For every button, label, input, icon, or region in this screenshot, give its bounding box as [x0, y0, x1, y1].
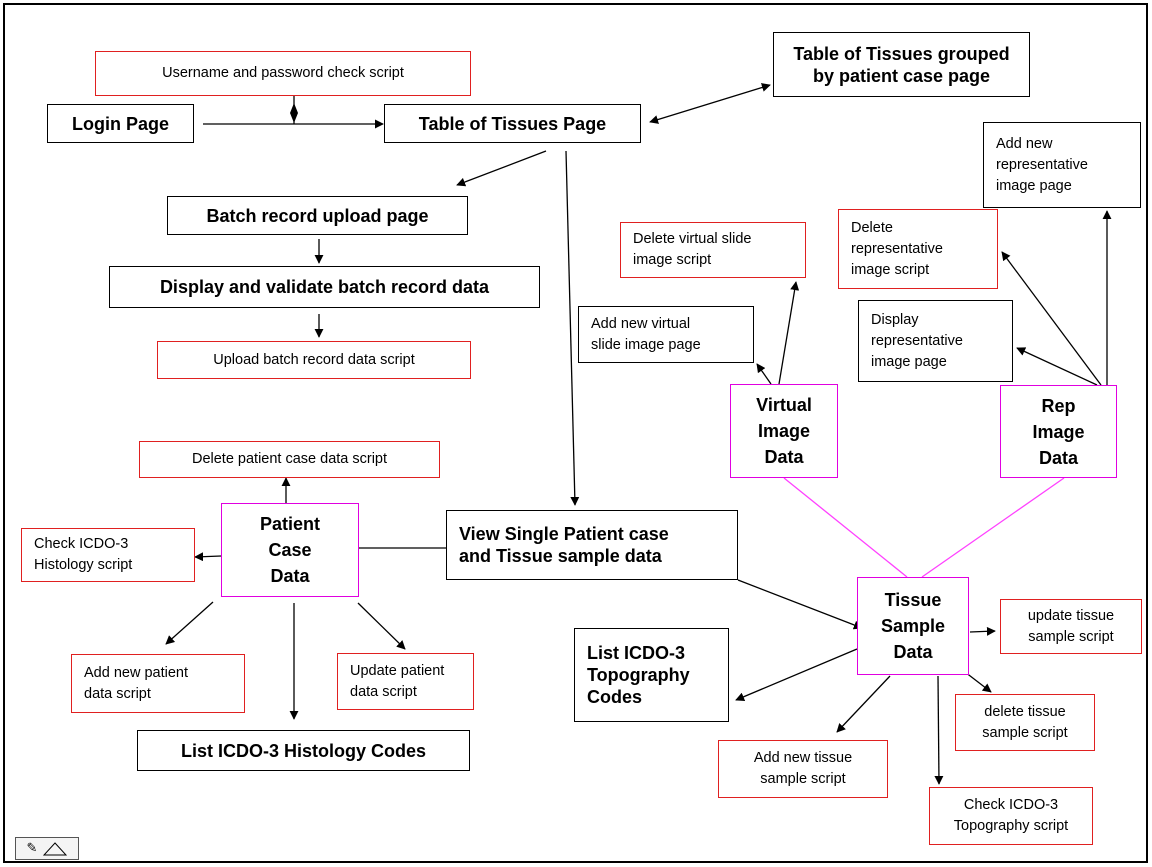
autoshape-triangle-icon[interactable] — [43, 841, 68, 856]
check-histology-script: Check ICDO-3 Histology script — [21, 528, 195, 582]
table-grouped-page: Table of Tissues grouped by patient case… — [773, 32, 1030, 97]
add-tissue-script: Add new tissue sample script — [718, 740, 888, 798]
login-page: Login Page — [47, 104, 194, 143]
add-patient-script: Add new patient data script — [71, 654, 245, 713]
arrow-rep-to-delete — [1001, 251, 1102, 386]
display-rep-page: Display representative image page — [858, 300, 1013, 382]
diamond-marker — [290, 103, 298, 123]
delete-rep-script: Delete representative image script — [838, 209, 998, 289]
arrow-tissue-to-delete — [964, 671, 992, 693]
draw-tool-icon[interactable]: ✎ — [26, 841, 38, 856]
check-topography-script: Check ICDO-3 Topography script — [929, 787, 1093, 845]
link-virtual-tissue — [783, 477, 908, 578]
arrow-virtual-to-add — [756, 363, 772, 385]
upload-batch-script: Upload batch record data script — [157, 341, 471, 379]
update-tissue-script: update tissue sample script — [1000, 599, 1142, 654]
arrow-view-to-tissue — [737, 579, 863, 630]
delete-virtual-script: Delete virtual slide image script — [620, 222, 806, 278]
arrow-tissue-to-check-topo — [934, 675, 944, 785]
arrow-table-to-view — [565, 150, 580, 506]
table-of-tissues-page: Table of Tissues Page — [384, 104, 641, 143]
tissue-sample-data: Tissue Sample Data — [857, 577, 969, 675]
arrow-table-to-batch — [456, 150, 547, 187]
delete-tissue-script: delete tissue sample script — [955, 694, 1095, 751]
arrow-tissue-to-update — [969, 626, 996, 636]
display-validate-page: Display and validate batch record data — [109, 266, 540, 308]
delete-patient-script: Delete patient case data script — [139, 441, 440, 478]
arrow-patient-to-check — [194, 552, 222, 562]
arrow-patient-to-add — [165, 601, 214, 645]
diagram-frame — [3, 3, 1148, 863]
drawing-toolbar[interactable]: ✎ — [15, 837, 79, 860]
list-histology-codes: List ICDO-3 Histology Codes — [137, 730, 470, 771]
arrow-tissue-to-topography — [735, 648, 858, 702]
arrow-virtual-to-delete — [778, 281, 800, 385]
username-check-script: Username and password check script — [95, 51, 471, 96]
arrow-tissue-to-add — [836, 675, 891, 733]
link-rep-tissue — [921, 477, 1065, 578]
update-patient-script: Update patient data script — [337, 653, 474, 710]
arrow-patient-to-update — [357, 602, 406, 650]
add-virtual-page: Add new virtual slide image page — [578, 306, 754, 363]
arrow-rep-to-display — [1016, 347, 1098, 386]
batch-upload-page: Batch record upload page — [167, 196, 468, 235]
virtual-image-data: Virtual Image Data — [730, 384, 838, 478]
add-rep-image-page: Add new representative image page — [983, 122, 1141, 208]
view-single-patient-page: View Single Patient case and Tissue samp… — [446, 510, 738, 580]
rep-image-data: Rep Image Data — [1000, 385, 1117, 478]
patient-case-data: Patient Case Data — [221, 503, 359, 597]
list-topography-codes: List ICDO-3 Topography Codes — [574, 628, 729, 722]
arrow-table-grouped — [649, 83, 771, 124]
